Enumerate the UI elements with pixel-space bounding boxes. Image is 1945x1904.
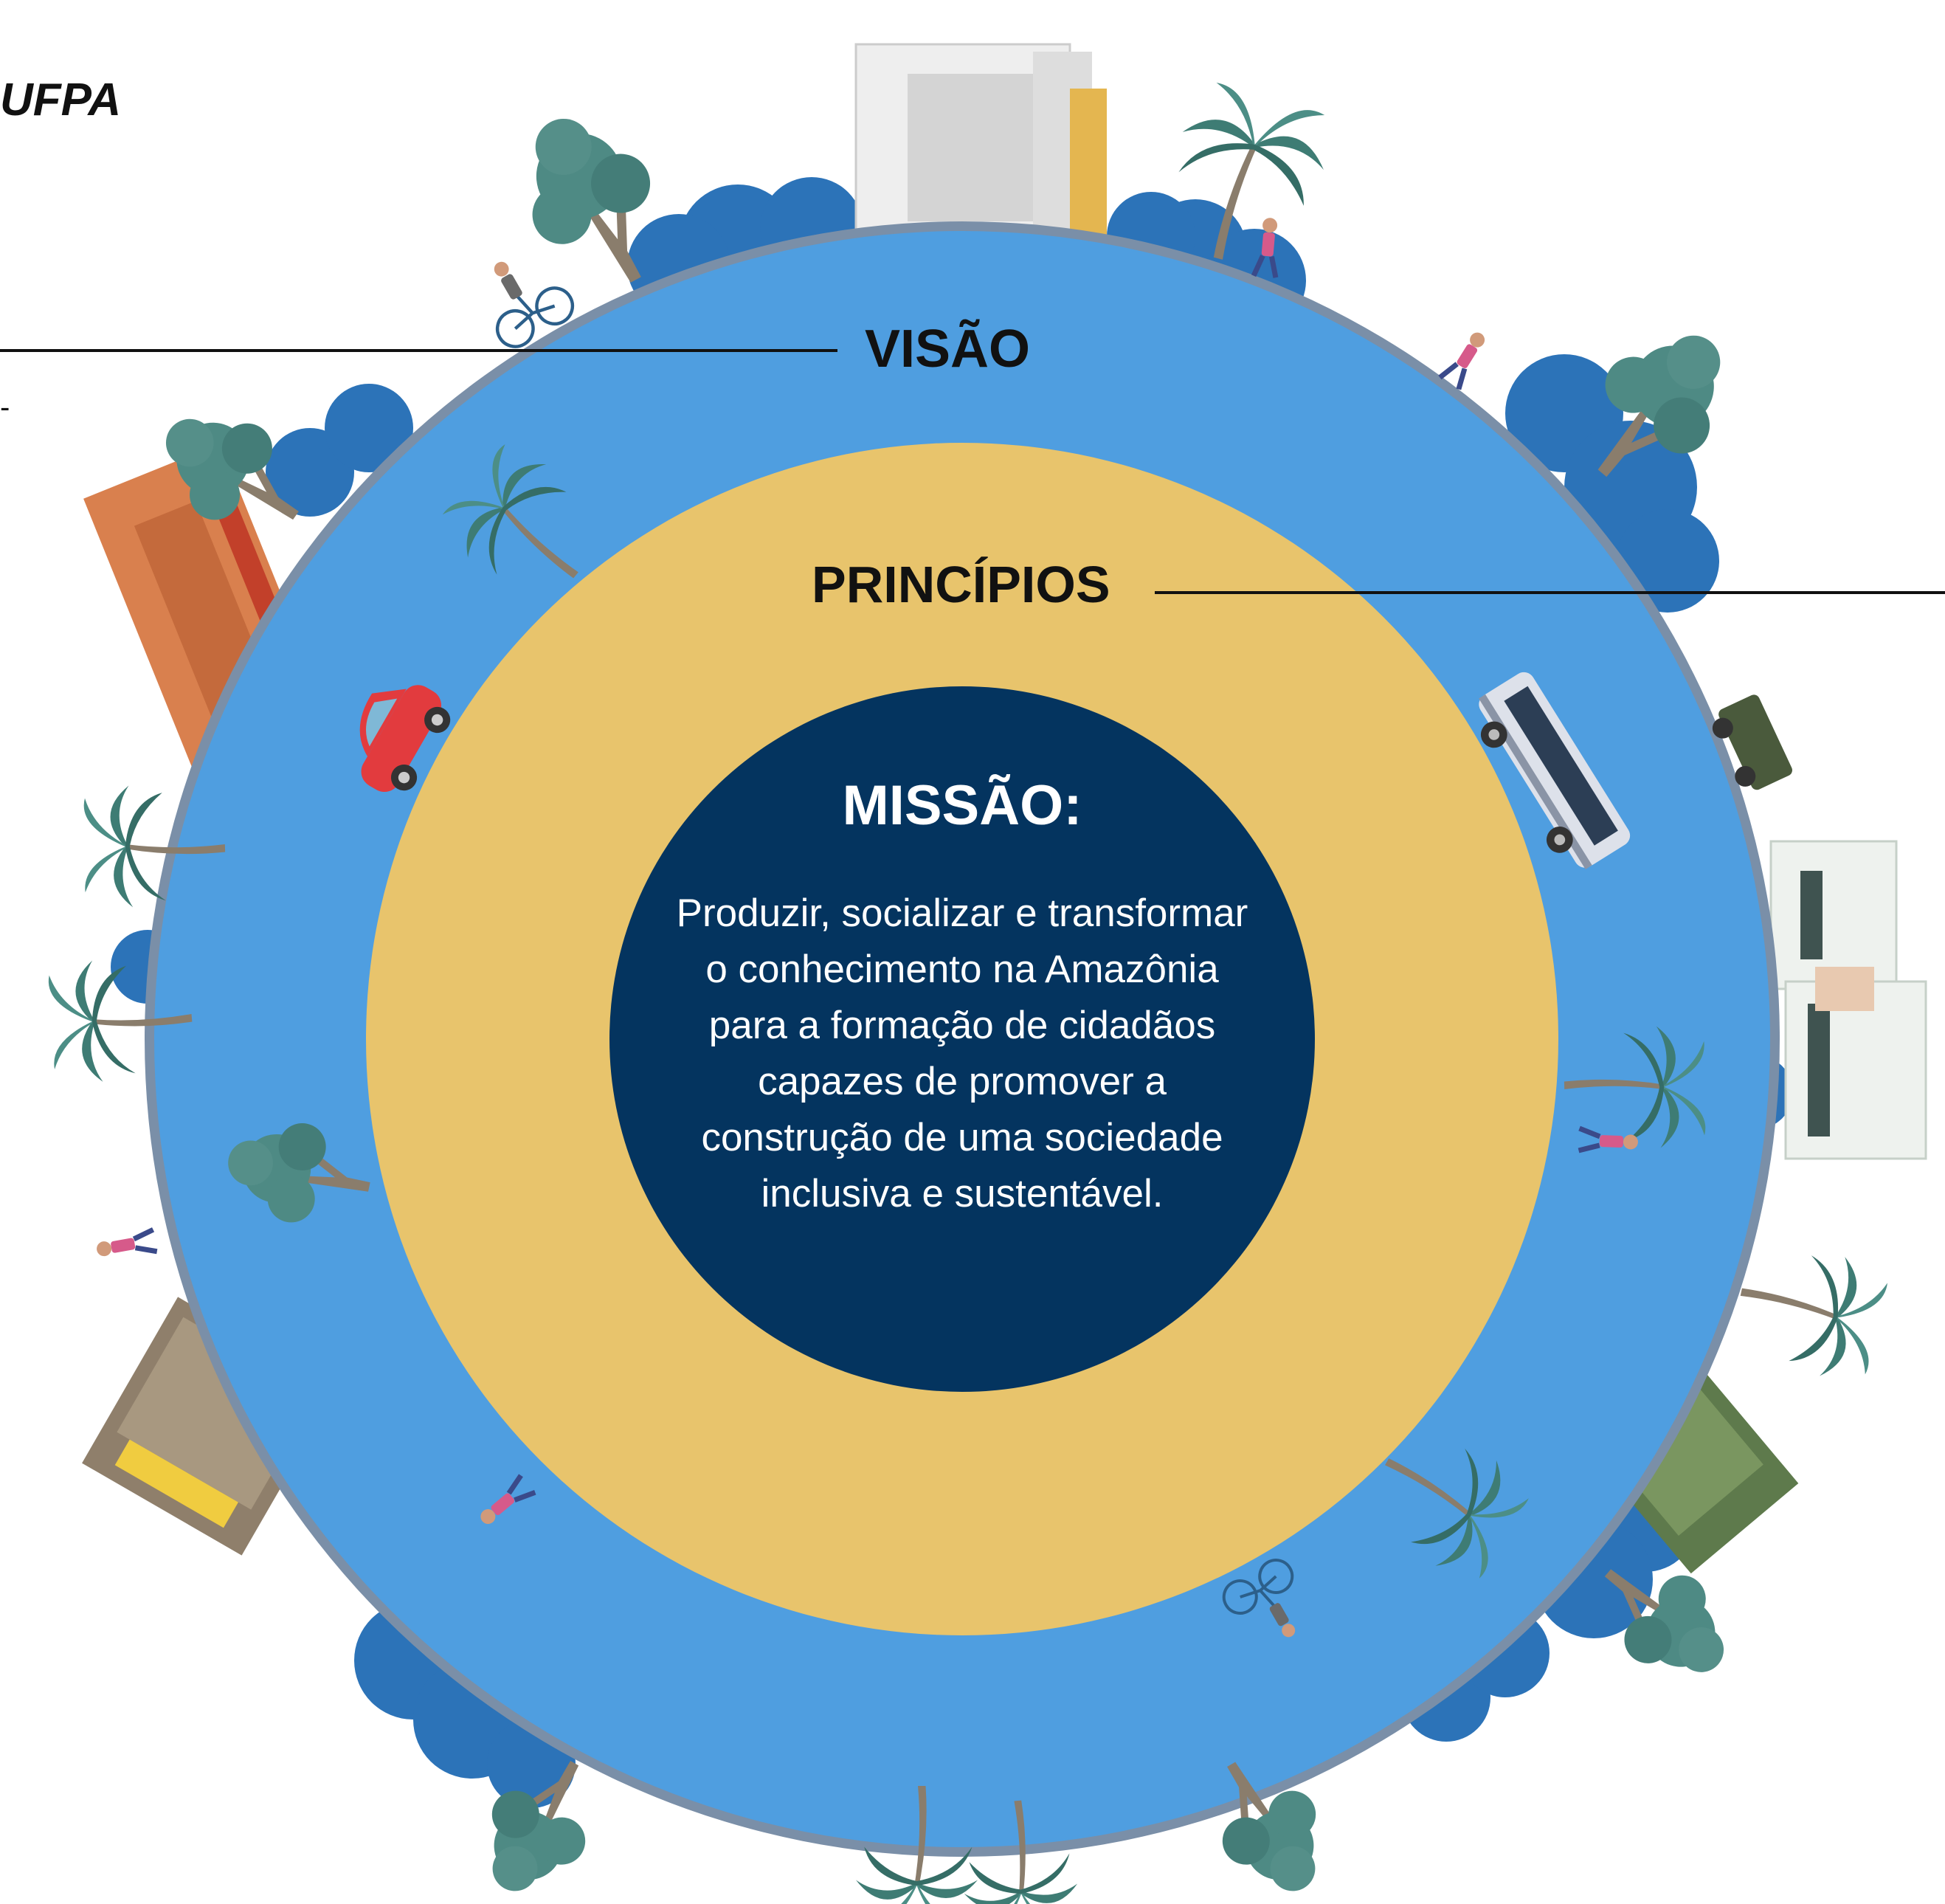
person-icon <box>1440 328 1490 390</box>
person-icon <box>95 1229 157 1261</box>
visao-label: VISÃO <box>865 320 1031 379</box>
edge-fragment: - <box>0 391 10 424</box>
corner-title: UFPA <box>0 75 122 125</box>
jeep-icon <box>1712 694 1792 790</box>
missao-heading: MISSÃO: <box>842 774 1082 837</box>
palm-icon <box>1727 1237 1891 1386</box>
building-top <box>854 43 1107 260</box>
building-right <box>1769 840 1927 1160</box>
missao-text: Produzir, socializar e transformar o con… <box>676 891 1248 1215</box>
principios-label: PRINCÍPIOS <box>812 556 1110 613</box>
inner-circle <box>609 686 1315 1392</box>
